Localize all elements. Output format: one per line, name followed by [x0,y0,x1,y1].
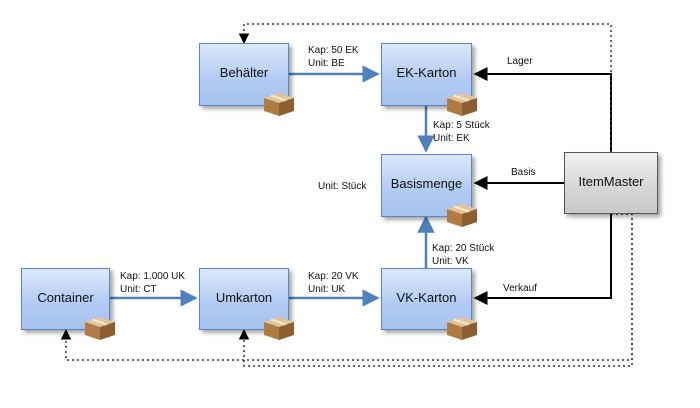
node-label: VK-Karton [396,289,457,305]
edge-unit: Unit: UK [308,284,346,295]
cardboard-box-icon [447,93,477,116]
cardboard-box-icon [447,204,477,227]
connector-verkauf [473,214,612,305]
connector-lager [473,67,612,152]
edge-kap: Kap: 50 EK [308,45,359,56]
edge-kap: Kap: 20 Stück [432,243,495,254]
edge-unit: Unit: VK [432,256,469,267]
edge-unit: Unit: BE [308,58,345,69]
node-behaelter: Behälter [199,43,294,116]
cardboard-box-icon [85,317,115,340]
edge-kap: Kap: 1.000 UK [120,271,186,282]
cardboard-box-icon [264,93,294,116]
node-umkarton: Umkarton [199,268,294,340]
node-basismenge: Basismenge [381,154,477,227]
label-verkauf: Verkauf [503,283,537,294]
node-itemmaster: ItemMaster [564,152,658,214]
cardboard-box-icon [447,317,477,340]
node-label: Behälter [219,65,269,80]
node-container: Container [21,268,115,340]
edge-kap: Kap: 20 VK [308,271,359,282]
node-vk-karton: VK-Karton [381,268,477,340]
edge-kap: Kap: 5 Stück [433,120,490,131]
edge-label-ek-basis: Kap: 5 Stück Unit: EK [433,119,490,145]
node-label: EK-Karton [396,65,457,80]
edge-label-container-um: Kap: 1.000 UK Unit: CT [120,270,185,296]
node-ek-karton: EK-Karton [381,43,477,116]
basismenge-unit-label: Unit: Stück [318,181,367,192]
label-lager: Lager [507,56,533,67]
label-basis: Basis [511,167,536,178]
edge-label-vk-basis: Kap: 20 Stück Unit: VK [432,242,494,268]
node-label: Basismenge [390,176,463,191]
edge-label-um-vk: Kap: 20 VK Unit: UK [308,270,359,296]
edge-unit: Unit: EK [433,133,470,144]
dotted-loop-top [238,23,612,152]
cardboard-box-icon [264,317,294,340]
node-label: Umkarton [215,289,273,305]
edge-unit: Unit: CT [120,284,157,295]
node-label: ItemMaster [578,173,644,189]
node-label: Container [37,289,94,305]
edge-label-behaelter-ek: Kap: 50 EK Unit: BE [308,44,359,70]
